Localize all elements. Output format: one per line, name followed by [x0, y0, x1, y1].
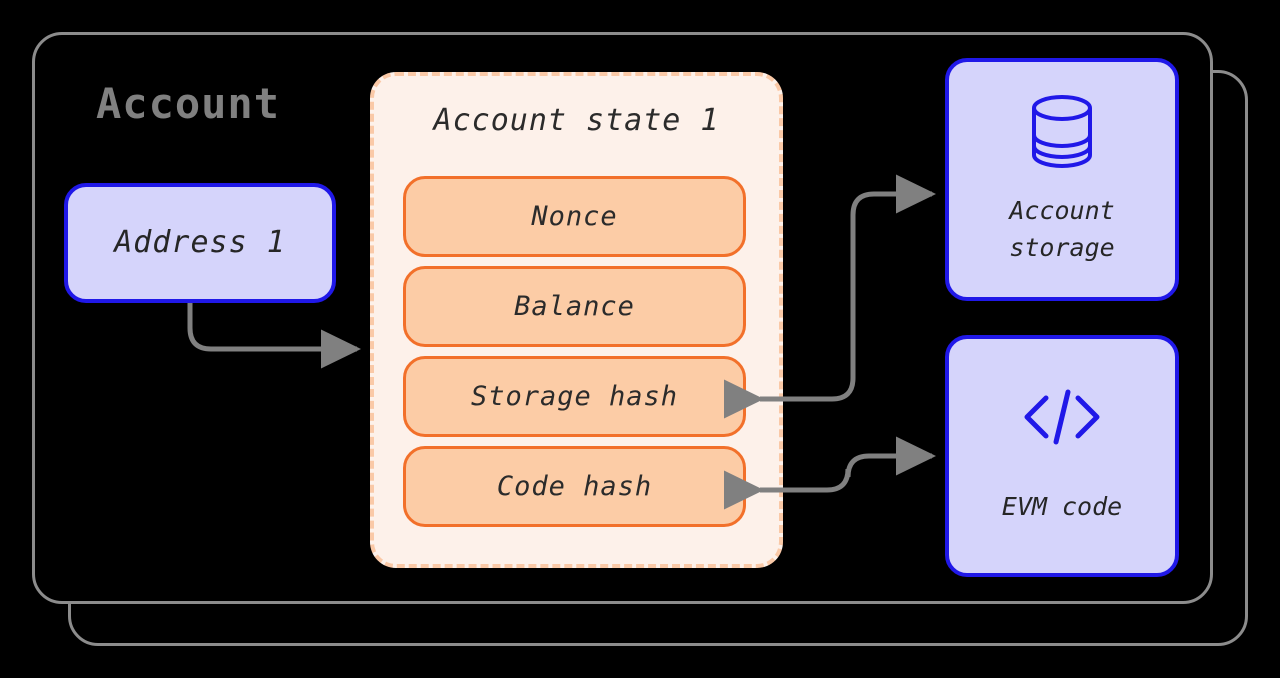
- field-nonce[interactable]: Nonce: [403, 176, 746, 257]
- field-label: Storage hash: [470, 381, 679, 412]
- account-state-title: Account state 1: [433, 103, 720, 138]
- field-storage-hash[interactable]: Storage hash: [403, 356, 746, 437]
- field-label: Code hash: [496, 471, 653, 502]
- database-icon: [1029, 93, 1095, 171]
- account-state-field-list: Nonce Balance Storage hash Code hash: [403, 176, 746, 527]
- connector-address-to-account-state: [187, 303, 362, 369]
- evm-code-label: EVM code: [1001, 491, 1123, 521]
- page-title: Account: [96, 79, 281, 128]
- address-box[interactable]: Address 1: [64, 183, 336, 303]
- code-brackets-icon: [1021, 387, 1103, 447]
- field-label: Balance: [514, 291, 635, 322]
- connector-code-hash-to-evm-code: [724, 436, 937, 510]
- field-balance[interactable]: Balance: [403, 266, 746, 347]
- evm-code-box[interactable]: EVM code: [945, 335, 1179, 577]
- address-label: Address 1: [114, 225, 286, 261]
- connector-storage-hash-to-account-storage: [724, 174, 937, 419]
- account-storage-label: Account storage: [1009, 196, 1115, 262]
- account-state-panel: Account state 1 Nonce Balance Storage ha…: [370, 72, 783, 568]
- account-storage-box[interactable]: Account storage: [945, 58, 1179, 301]
- field-label: Nonce: [531, 201, 618, 232]
